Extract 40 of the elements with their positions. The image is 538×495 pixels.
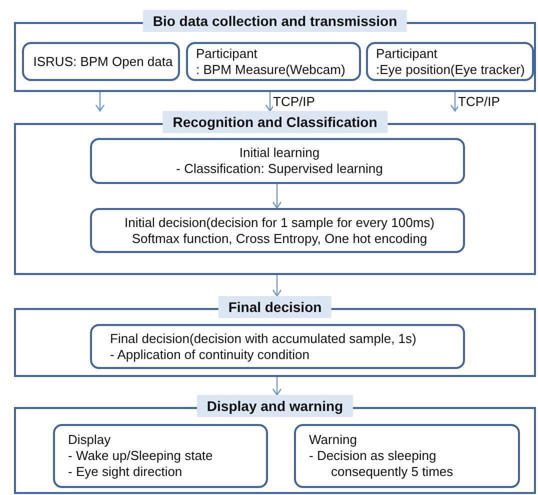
box-title: Participant: [376, 46, 438, 62]
process-box: [22, 42, 180, 81]
box-title: Final decision(decision with accumulated sample, 1s): [110, 330, 416, 346]
process-box: [53, 424, 268, 488]
box-text: - Eye sight direction: [68, 464, 182, 480]
process-box: [90, 138, 465, 184]
section-heading: Recognition and Classification: [162, 111, 388, 133]
arrow: [272, 184, 282, 209]
section-panel: [14, 111, 536, 275]
section-heading: Display and warning: [196, 395, 354, 417]
box-text: - Classification: Supervised learning: [176, 161, 383, 177]
arrow: [265, 92, 275, 112]
box-title: Warning: [309, 432, 357, 448]
arrow: [450, 92, 460, 112]
box-title: ISRUS: BPM Open data: [33, 54, 173, 70]
box-text: Softmax function, Cross Entropy, One hot encoding: [132, 230, 428, 246]
box-title: Initial learning: [239, 145, 320, 161]
section-heading: Final decision: [218, 296, 332, 318]
process-box: [90, 324, 465, 369]
section-panel: [14, 296, 536, 377]
edge-label: TCP/IP: [458, 94, 500, 108]
box-text: - Application of continuity condition: [110, 346, 310, 362]
process-box: [90, 208, 465, 253]
box-text: : BPM Measure(Webcam): [196, 62, 346, 78]
arrow: [95, 92, 105, 112]
process-box: [366, 42, 534, 81]
box-title: Display: [68, 432, 111, 448]
edge-label: TCP/IP: [273, 94, 315, 108]
arrow: [272, 377, 282, 396]
section-panel: [14, 10, 536, 92]
box-text: - Decision as sleeping consequently 5 times: [309, 448, 454, 480]
section-panel: [14, 395, 536, 494]
box-text: - Wake up/Sleeping state: [68, 448, 213, 464]
process-box: [294, 424, 520, 488]
box-text: :Eye position(Eye tracker): [376, 62, 525, 78]
box-title: Participant: [196, 46, 258, 62]
process-box: [186, 42, 361, 81]
arrow: [272, 275, 282, 297]
section-heading: Bio data collection and transmission: [142, 10, 408, 32]
box-title: Initial decision(decision for 1 sample for every 100ms): [124, 214, 434, 230]
